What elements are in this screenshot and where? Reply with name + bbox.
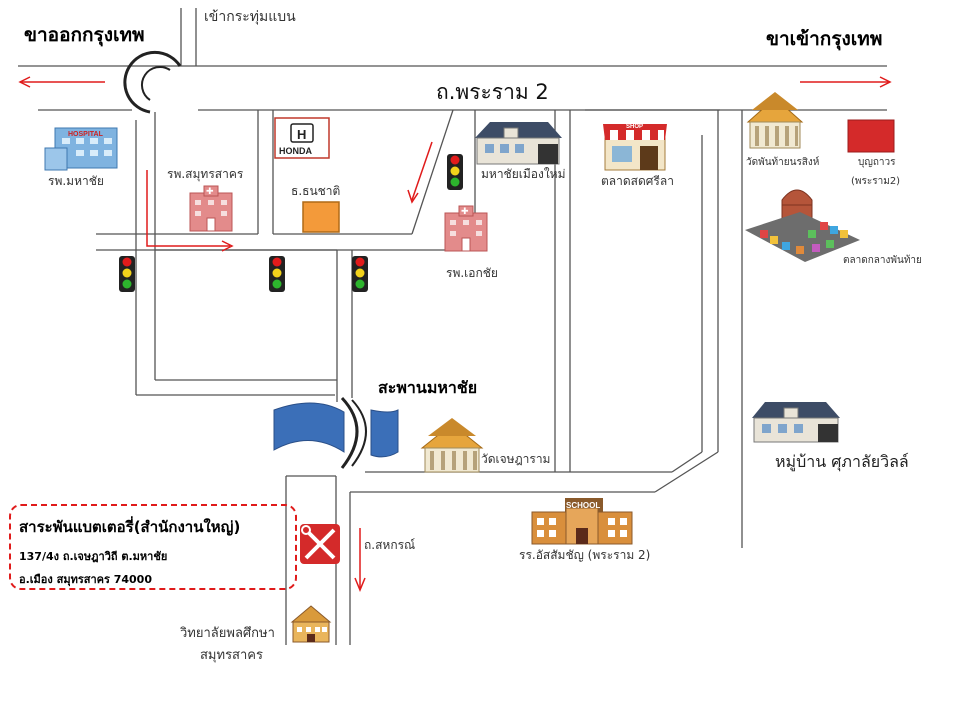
headquarters-address-line2: อ.เมือง สมุทรสาคร 74000 xyxy=(19,573,152,586)
roundabout xyxy=(123,50,182,132)
headquarters-callout xyxy=(9,504,297,590)
bank-icon xyxy=(302,201,340,233)
ekachai-hospital-icon: ✚ xyxy=(444,205,488,252)
river-bridge xyxy=(273,396,399,469)
school-sign: SCHOOL xyxy=(566,501,600,510)
honda-logo-icon: H HONDA xyxy=(274,117,330,159)
samut-sakhon-hospital-icon: ✚ xyxy=(189,185,233,232)
market-icon xyxy=(745,189,860,262)
svg-text:H: H xyxy=(297,127,306,142)
bunthawon-label-line1: บุญถาวร xyxy=(858,157,896,168)
assumption-school-label: รร.อัสสัมชัญ (พระราม 2) xyxy=(519,548,651,562)
headquarters-title: สาระพันแบตเตอรี่(สำนักงานใหญ่) xyxy=(19,518,241,536)
mahachai-hospital-label: รพ.มหาชัย xyxy=(48,174,104,188)
samut-sakhon-hospital-label: รพ.สมุทรสาคร xyxy=(167,167,244,181)
talat-klang-label: ตลาดกลางพันท้าย xyxy=(843,255,922,266)
temple-icon xyxy=(746,92,804,149)
wat-chet-label: วัดเจษฎาราม xyxy=(481,452,551,466)
shop-icon: SHOP xyxy=(603,124,667,171)
traffic-light-icon xyxy=(119,256,135,292)
road-network xyxy=(18,8,887,645)
mahachai-bridge-label: สะพานมหาชัย xyxy=(378,378,478,397)
college-label-line2: สมุทรสาคร xyxy=(200,648,263,663)
bunthawon-icon xyxy=(847,119,895,153)
supalai-ville-label: หมู่บ้าน ศุภาลัยวิลล์ xyxy=(775,452,909,471)
thanachart-bank-label: ธ.ธนชาติ xyxy=(291,184,341,198)
bunthawon-label-line2: (พระราม2) xyxy=(851,176,901,187)
traffic-light-icon xyxy=(352,256,368,292)
outbound-direction-label: ขาออกกรุงเทพ xyxy=(24,24,145,46)
rama2-road-label: ถ.พระราม 2 xyxy=(436,80,549,104)
village-house-icon xyxy=(752,402,840,443)
svg-text:✚: ✚ xyxy=(206,187,214,197)
college-label-line1: วิทยาลัยพลศึกษา xyxy=(180,626,275,641)
krathum-baen-road-label: เข้ากระทุ่มแบน xyxy=(204,9,296,25)
mahachai-hospital-icon: HOSPITAL xyxy=(44,127,118,171)
shop-sign: SHOP xyxy=(626,124,643,130)
talat-sot-sri-la-label: ตลาดสดศรีลา xyxy=(601,174,674,188)
battery-shop-icon xyxy=(300,524,340,564)
school-icon: SCHOOL xyxy=(531,498,633,545)
direction-arrows xyxy=(18,76,892,592)
traffic-light-icon xyxy=(447,154,463,190)
ekachai-hospital-label: รพ.เอกชัย xyxy=(446,266,498,280)
temple-icon xyxy=(420,418,484,473)
inbound-direction-label: ขาเข้ากรุงเทพ xyxy=(766,28,883,50)
sahakorn-road-label: ถ.สหกรณ์ xyxy=(364,538,416,552)
mahachai-muang-mai-label: มหาชัยเมืองใหม่ xyxy=(481,167,566,181)
headquarters-address-line1: 137/4ง ถ.เจษฎาวิถี ต.มหาชัย xyxy=(19,550,168,563)
hospital-sign: HOSPITAL xyxy=(68,131,104,138)
house-icon xyxy=(475,122,562,165)
traffic-light-icon xyxy=(269,256,285,292)
wat-phan-thai-label: วัดพันท้ายนรสิงห์ xyxy=(746,157,820,168)
college-icon xyxy=(290,605,332,643)
svg-text:✚: ✚ xyxy=(461,207,469,217)
honda-wordmark: HONDA xyxy=(279,146,312,156)
